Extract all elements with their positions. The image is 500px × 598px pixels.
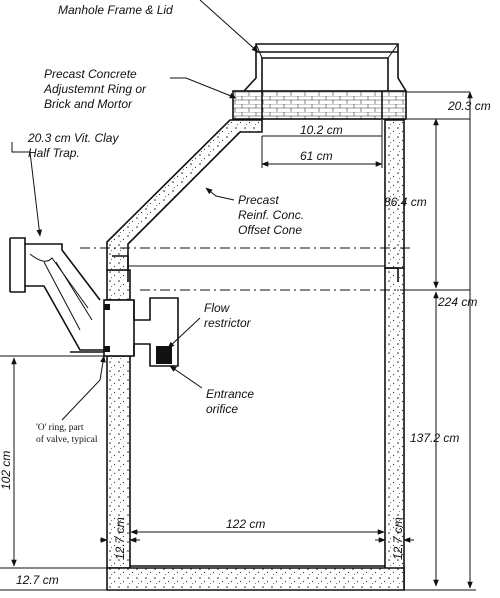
label-entrance-orifice-1: Entrance — [206, 387, 254, 401]
cone-joint-left — [112, 255, 129, 282]
chamber-left-wall-upper — [106, 269, 131, 301]
trap-hatch-2 — [43, 261, 81, 331]
label-manhole-frame: Manhole Frame & Lid — [58, 3, 173, 17]
adjustment-ring — [232, 90, 407, 120]
dim-ring-height: 20.3 cm — [447, 99, 491, 113]
label-precast-ring-3: Brick and Mortor — [44, 97, 133, 111]
dim-chamber-height: 137.2 cm — [410, 431, 459, 445]
dim-wall-left: 12.7 cm — [113, 517, 127, 560]
dim-inlet-height: 102 cm — [0, 451, 13, 490]
dim-wall-right: 12.7 cm — [391, 517, 405, 560]
offset-cone-slant — [106, 119, 263, 271]
leader-clay-trap — [11, 142, 43, 237]
label-o-ring-1: 'O' ring, part — [36, 423, 84, 433]
label-offset-cone-3: Offset Cone — [238, 223, 302, 237]
frame-inner — [261, 57, 389, 91]
leader-flow-restrictor — [167, 317, 201, 349]
leader-offset-cone — [205, 187, 235, 201]
text-labels: Manhole Frame & Lid Precast Concrete Adj… — [0, 3, 491, 587]
dim-lid-opening: 10.2 cm — [300, 123, 343, 137]
trap-lower-wall — [10, 285, 104, 351]
label-offset-cone-1: Precast — [238, 193, 279, 207]
label-flow-restrictor-2: restrictor — [204, 316, 252, 330]
entrance-orifice-mark — [156, 346, 172, 364]
frame-outline — [243, 43, 407, 92]
dim-cone-height: 86.4 cm — [384, 195, 427, 209]
leader-entrance-orifice — [169, 365, 203, 389]
dim-base-thickness: 12.7 cm — [16, 573, 59, 587]
offset-cone-right-wall — [384, 119, 405, 269]
o-ring-top — [104, 304, 110, 310]
label-precast-ring-2: Adjustemnt Ring or — [43, 82, 147, 96]
dim-inner-width: 122 cm — [226, 517, 265, 531]
label-precast-ring-1: Precast Concrete — [44, 67, 137, 81]
dimensions — [0, 91, 476, 591]
adjustment-ring-bricks — [232, 90, 407, 120]
leader-adjustment-ring — [170, 77, 237, 99]
trap-hatch-3 — [55, 261, 93, 321]
label-offset-cone-2: Reinf. Conc. — [238, 208, 304, 222]
leader-manhole-frame — [199, 0, 259, 53]
label-entrance-orifice-2: orifice — [206, 402, 238, 416]
label-clay-trap-2: Half Trap. — [28, 146, 80, 160]
trap-hatch-1 — [29, 253, 89, 309]
leader-o-ring — [61, 355, 106, 421]
label-flow-restrictor-1: Flow — [204, 301, 231, 315]
leaders — [11, 0, 259, 421]
offset-cone — [80, 119, 430, 291]
cone-joint-right — [385, 267, 399, 282]
chamber-base-slab — [106, 567, 405, 591]
restrictor-body — [133, 297, 179, 367]
chamber — [106, 267, 405, 591]
manhole-frame — [243, 43, 407, 92]
label-o-ring-2: of valve, typical — [36, 434, 98, 445]
trap-upper-wall — [10, 237, 101, 301]
clay-half-trap — [9, 237, 112, 353]
dim-cone-width: 61 cm — [300, 149, 333, 163]
flow-restrictor — [103, 297, 179, 367]
label-clay-trap-1: 20.3 cm Vit. Clay — [27, 131, 119, 145]
o-ring-bottom — [104, 346, 110, 352]
dim-total-height: 224 cm — [437, 295, 477, 309]
frame-bevel — [255, 43, 399, 59]
